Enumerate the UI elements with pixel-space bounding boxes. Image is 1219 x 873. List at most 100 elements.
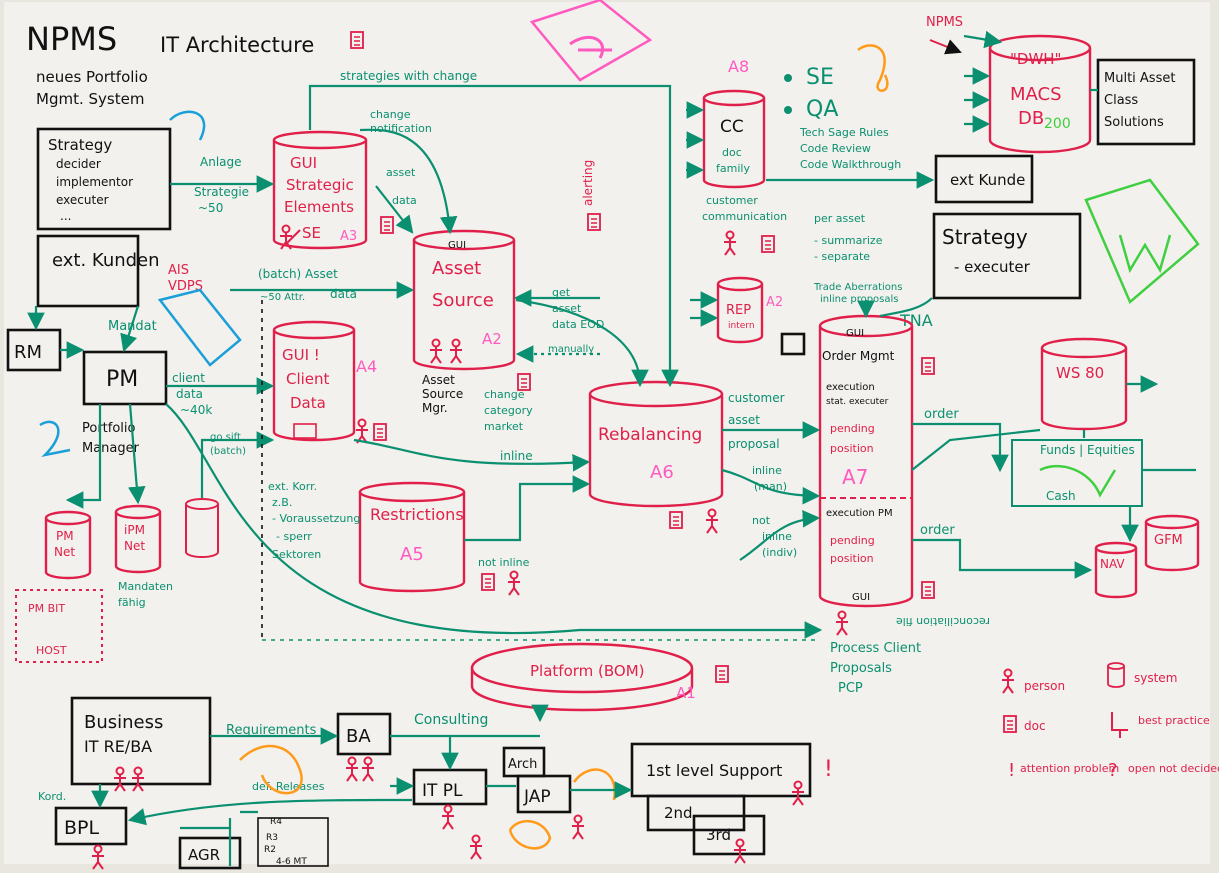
qa-bullet-1: Tech Sage Rules xyxy=(799,126,889,139)
mandat-line xyxy=(120,305,140,353)
platform-tag: A1 xyxy=(676,684,696,702)
dwh-line-2: MACS xyxy=(1010,84,1062,105)
restr-note-1: ext. Korr. xyxy=(268,480,317,493)
attention-mark: ! xyxy=(824,757,833,782)
change-notification-line xyxy=(359,128,458,235)
client-data-line-2: Client xyxy=(286,370,330,388)
strategy-executer-sub: - executer xyxy=(954,258,1031,276)
order-mgmt-gui-tag: GUI xyxy=(846,328,864,339)
kundenfaehig-2: fähig xyxy=(118,596,146,609)
dwh-green-note: 200 xyxy=(1044,116,1071,132)
generic-db-cylinder xyxy=(185,498,219,558)
host-dotted-box xyxy=(15,589,103,663)
dwh-line-3: DB xyxy=(1018,108,1044,129)
rebalancing-tag: A6 xyxy=(650,462,674,483)
green-marker-shape xyxy=(1084,178,1200,305)
business-box xyxy=(70,696,212,786)
r-code-3: R2 xyxy=(264,845,276,855)
strategy-more: ... xyxy=(60,209,71,223)
blue-check-mark xyxy=(169,110,206,141)
rep-tag: A2 xyxy=(766,295,783,310)
gfm-label: GFM xyxy=(1154,533,1183,548)
order-upper-3: pending xyxy=(830,422,875,435)
rep-cylinder xyxy=(716,276,764,344)
asset-source-gui-tag: GUI xyxy=(448,240,466,251)
support-3rd-box xyxy=(692,814,766,856)
cc-cylinder xyxy=(702,89,766,189)
change-notif-2: notification xyxy=(370,122,432,135)
pmbit-label: PM BIT xyxy=(28,602,65,615)
subtitle-line-2: Mgmt. System xyxy=(36,90,144,108)
not-inline-indiv-line xyxy=(739,510,821,561)
attention-icon: ! xyxy=(1008,760,1015,781)
order-upper-1: execution xyxy=(826,382,875,393)
ws80-cylinder xyxy=(1040,337,1128,431)
inline-man-line xyxy=(721,468,821,505)
asset-data-2: data xyxy=(392,194,417,207)
inline-man-2: (man) xyxy=(754,480,787,493)
qa-bullet-3: Code Walkthrough xyxy=(800,158,901,171)
release-table-box xyxy=(257,817,329,867)
itpl-label: IT PL xyxy=(422,781,463,801)
legend: person system doc best practice ! attent… xyxy=(1001,662,1219,781)
customer-comm-1: customer xyxy=(706,194,758,207)
consulting-label: Consulting xyxy=(414,712,488,728)
strategy-title: Strategy xyxy=(48,136,112,154)
anlage-3: ~50 xyxy=(198,201,223,215)
legend-person: person xyxy=(1024,679,1065,693)
legend-open: open not decided xyxy=(1128,762,1219,775)
restr-note-4: - sperr xyxy=(276,530,312,543)
cc-tag: A8 xyxy=(728,57,749,76)
alerting-label: alerting xyxy=(581,160,595,206)
asset-source-caption-2: Source xyxy=(422,387,463,401)
restrictions-label: Restrictions xyxy=(370,505,464,524)
requirements-label: Requirements xyxy=(226,723,317,738)
per-asset-3: - separate xyxy=(814,250,870,263)
itpl-to-bpl-line xyxy=(127,798,413,826)
legend-system: system xyxy=(1134,671,1177,685)
orange-loop-mark xyxy=(508,819,552,850)
jap-box xyxy=(516,774,572,814)
rm-label: RM xyxy=(14,342,42,363)
restr-note-2: z.B. xyxy=(272,496,292,509)
not-inline-2: inline xyxy=(762,530,792,543)
order-upper-4: position xyxy=(830,442,874,455)
cc-line-1: CC xyxy=(720,117,744,137)
funds-equities-label: Funds | Equities xyxy=(1040,443,1135,457)
strategy-executer-title: Strategy xyxy=(942,225,1028,249)
dwh-line-1: "DWH" xyxy=(1010,50,1061,68)
restrictions-cylinder xyxy=(358,481,466,593)
pm-net-line-2: Net xyxy=(54,545,75,559)
kundenfaehig-1: Mandaten xyxy=(118,580,173,593)
cap-3: proposal xyxy=(728,437,780,451)
anlage-2: Strategie xyxy=(194,185,249,199)
order-lower-line xyxy=(912,538,1093,579)
legend-best-practice: best practice xyxy=(1138,714,1210,727)
go-sift-2: (batch) xyxy=(210,446,246,457)
strategies-change-line xyxy=(308,84,679,388)
platform-base xyxy=(470,668,694,712)
qa-label: QA xyxy=(806,97,838,122)
order-upper-2: stat. executer xyxy=(826,397,889,407)
jap-label: JAP xyxy=(523,787,551,807)
cc-line-2: doc xyxy=(722,146,742,159)
pcp-1: Process Client xyxy=(830,641,921,656)
cap-2: asset xyxy=(728,413,760,427)
se-red-stroke xyxy=(285,229,301,245)
ext-kunde-box xyxy=(934,154,1034,204)
best-practice-icon xyxy=(1111,712,1128,738)
rebalancing-cylinder xyxy=(588,380,724,508)
business-line-1: Business xyxy=(84,712,163,733)
gui-strategic-cylinder xyxy=(272,130,368,250)
agr-label: AGR xyxy=(188,846,220,864)
funds-box xyxy=(1011,439,1143,507)
trade-line-1: Trade Aberrations xyxy=(813,282,902,293)
batch-asset-2: data xyxy=(330,287,357,301)
bullet-dot xyxy=(784,74,792,82)
manually-label: manually xyxy=(548,344,594,355)
strategy-to-order-line xyxy=(879,297,933,318)
support-3rd-label: 3rd xyxy=(706,826,731,844)
order-mgmt-title: Order Mgmt xyxy=(822,349,895,363)
strategy-item-2: implementor xyxy=(56,175,133,189)
restr-note-5: Sektoren xyxy=(272,548,321,561)
